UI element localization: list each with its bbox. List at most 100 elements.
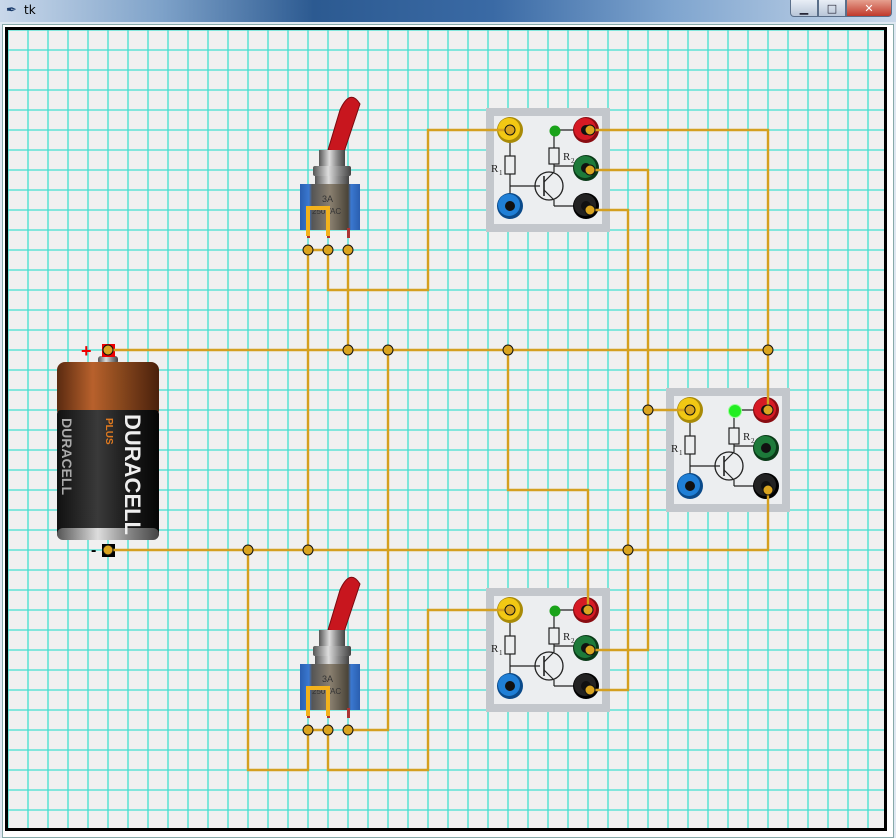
r2-label: R [563,151,571,163]
socket-blue-hole [685,481,695,491]
switch-leg [347,708,350,718]
close-button[interactable]: ✕ [846,0,892,17]
transistor-collector [723,451,735,463]
maximize-icon: □ [826,1,838,15]
wire-node[interactable] [584,164,596,176]
battery-side-brand: DURACELL [59,418,75,495]
r1-sub: 1 [499,169,503,177]
feather-icon: ✒ [6,3,17,18]
wire-node[interactable] [762,484,774,496]
led-off [549,605,561,617]
r1-resistor [684,435,696,455]
led-off [549,125,561,137]
switch-rating: 3A [322,194,333,204]
transistor-symbol [534,171,564,201]
wire-node[interactable] [322,244,334,256]
wire-node[interactable] [102,344,114,356]
wire-node[interactable] [684,404,696,416]
battery-sub: PLUS [103,418,114,445]
battery-bottom [57,528,159,540]
wire-node[interactable] [762,404,774,416]
wire-node[interactable] [622,544,634,556]
r1-label: R [491,163,499,175]
r1-sub: 1 [499,649,503,657]
toggle-lever[interactable] [327,576,361,633]
wire-node[interactable] [584,644,596,656]
wire-node[interactable] [242,544,254,556]
r2-sub: 2 [571,157,575,165]
wire-node[interactable] [582,604,594,616]
transistor-emitter [543,189,555,201]
wire-node[interactable] [584,124,596,136]
transistor-emitter [723,469,735,481]
wire-node[interactable] [584,204,596,216]
r2-label: R [743,431,751,443]
wire-node[interactable] [502,344,514,356]
wire [246,550,310,772]
wire [506,350,590,610]
battery[interactable]: DURACELL PLUS DURACELL + - [57,341,159,559]
switch-nut [313,646,351,656]
minus-label: - [91,542,96,559]
switch-bushing [319,150,345,166]
wire-node[interactable] [342,344,354,356]
switch-washer [315,656,349,664]
wire-node[interactable] [342,724,354,736]
wire-node[interactable] [762,344,774,356]
transistor-symbol [714,451,744,481]
wire [326,608,510,772]
wire-node[interactable] [302,544,314,556]
maximize-button[interactable]: □ [818,0,846,17]
switch-bridge [306,686,330,716]
r2-resistor [548,627,560,645]
battery-body [57,410,159,538]
switch-bridge [306,206,330,236]
wire-node[interactable] [342,244,354,256]
switch-leg [347,228,350,238]
r2-label: R [563,631,571,643]
plus-label: + [81,341,92,361]
socket-green-hole [761,443,771,453]
transistor-emitter [543,669,555,681]
transistor-collector [543,651,555,663]
led-on [728,404,742,418]
socket-blue-hole [505,201,515,211]
switch-nut [313,166,351,176]
wire-node[interactable] [504,604,516,616]
wire-node[interactable] [382,344,394,356]
wire [590,128,770,410]
switch-washer [315,176,349,184]
close-icon: ✕ [864,1,874,15]
socket-blue-hole [505,681,515,691]
minimize-button[interactable]: ▁ [790,0,818,17]
r1-resistor [504,155,516,175]
r1-label: R [491,643,499,655]
r2-resistor [728,427,740,445]
wire [348,350,390,732]
wire [108,490,770,552]
wire-node[interactable] [642,404,654,416]
wire-node[interactable] [302,724,314,736]
switch-bushing [319,630,345,646]
wire-node[interactable] [302,244,314,256]
title-bar: ✒ tk ▁ □ ✕ [0,0,896,22]
r2-sub: 2 [571,637,575,645]
wire-node[interactable] [102,544,114,556]
wire-node[interactable] [322,724,334,736]
window-title: tk [24,3,36,17]
transistor-symbol [534,651,564,681]
battery-brand: DURACELL [120,414,145,535]
r2-resistor [548,147,560,165]
wire-node[interactable] [584,684,596,696]
transistor-collector [543,171,555,183]
wire-node[interactable] [504,124,516,136]
wire [326,128,510,292]
battery-copper-top [57,362,159,418]
r1-sub: 1 [679,449,683,457]
minimize-icon: ▁ [799,1,809,15]
toggle-lever[interactable] [327,96,361,153]
wire [590,208,630,692]
